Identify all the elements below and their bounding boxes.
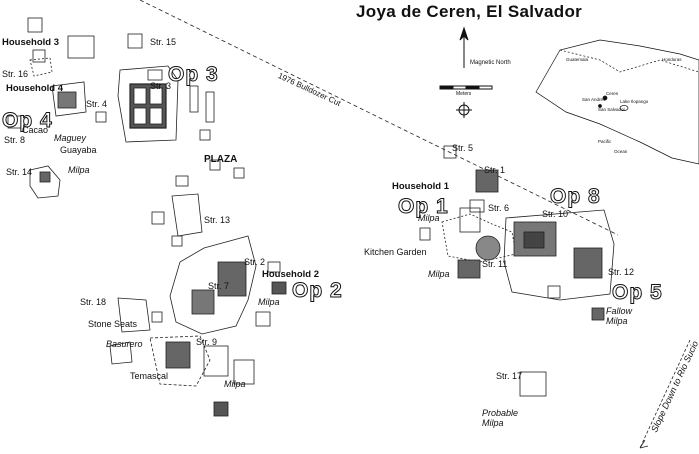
feature-label: Milpa: [224, 379, 246, 389]
household-label: Household 2: [262, 269, 320, 280]
feature-label: Maguey: [54, 133, 87, 143]
structure-label: Str. 9: [196, 337, 218, 347]
bulldozer-cut-line: [139, 0, 619, 236]
feature-label: Milpa: [428, 269, 450, 279]
inset-label: Guatemala: [566, 57, 589, 62]
structure-label: Str. 14: [6, 167, 33, 177]
feature-label: Milpa: [418, 213, 440, 223]
structure-label: Str. 6: [488, 203, 510, 213]
op-label: Op 8: [550, 185, 601, 208]
inset-label: Honduras: [662, 57, 682, 62]
inset-map: [535, 39, 699, 165]
structure-label: Str. 2: [244, 257, 266, 267]
scale-unit: Meters: [456, 91, 472, 97]
structure-label: Str. 16: [2, 69, 29, 79]
north-label: Magnetic North: [470, 60, 511, 66]
plaza-label: PLAZA: [204, 154, 238, 165]
structure-label: Str. 1: [484, 165, 506, 175]
household-label: Household 3: [2, 37, 60, 48]
structure-label: Str. 15: [150, 37, 177, 47]
structure-label: Str. 4: [86, 99, 108, 109]
structure-label: Str. 11: [482, 259, 508, 269]
structure-label: Str. 3: [150, 81, 172, 91]
feature-label: Temascal: [130, 371, 169, 381]
inset-label: Ceren: [606, 91, 619, 96]
op-label: Op 2: [292, 279, 343, 302]
inset-label: Ocean: [614, 149, 628, 154]
feature-label: Stone Seats: [88, 319, 138, 329]
structure-label: Str. 10: [542, 209, 569, 219]
map-title: Joya de Ceren, El Salvador: [356, 2, 583, 21]
op-label: Op 5: [612, 281, 663, 304]
structure-label: Str. 5: [452, 143, 474, 153]
structure-label: Str. 8: [4, 135, 26, 145]
op-label: Op 3: [168, 63, 219, 86]
household-label: Household 1: [392, 181, 450, 192]
structure-label: Str. 7: [208, 281, 230, 291]
household-label: Household 4: [6, 83, 64, 94]
feature-label: Basurero: [106, 339, 143, 349]
feature-label: Cacao: [22, 125, 49, 135]
structure-label: Str. 17: [496, 371, 523, 381]
inset-label: Pacific: [598, 139, 612, 144]
feature-label: Milpa: [258, 297, 280, 307]
op-label: Op 4: [2, 109, 53, 132]
inset-label: San Andres: [582, 97, 606, 102]
feature-label: Milpa: [68, 165, 90, 175]
op-label: Op 1: [398, 195, 449, 218]
structure-label: Str. 12: [608, 267, 635, 277]
feature-label: Guayaba: [60, 145, 97, 155]
structure-label: Str. 13: [204, 215, 231, 225]
structure-label: Str. 18: [80, 297, 107, 307]
inset-label: Lake Ilopango: [620, 99, 649, 104]
feature-label: Kitchen Garden: [364, 247, 427, 257]
inset-label: San Salvador: [598, 107, 626, 112]
